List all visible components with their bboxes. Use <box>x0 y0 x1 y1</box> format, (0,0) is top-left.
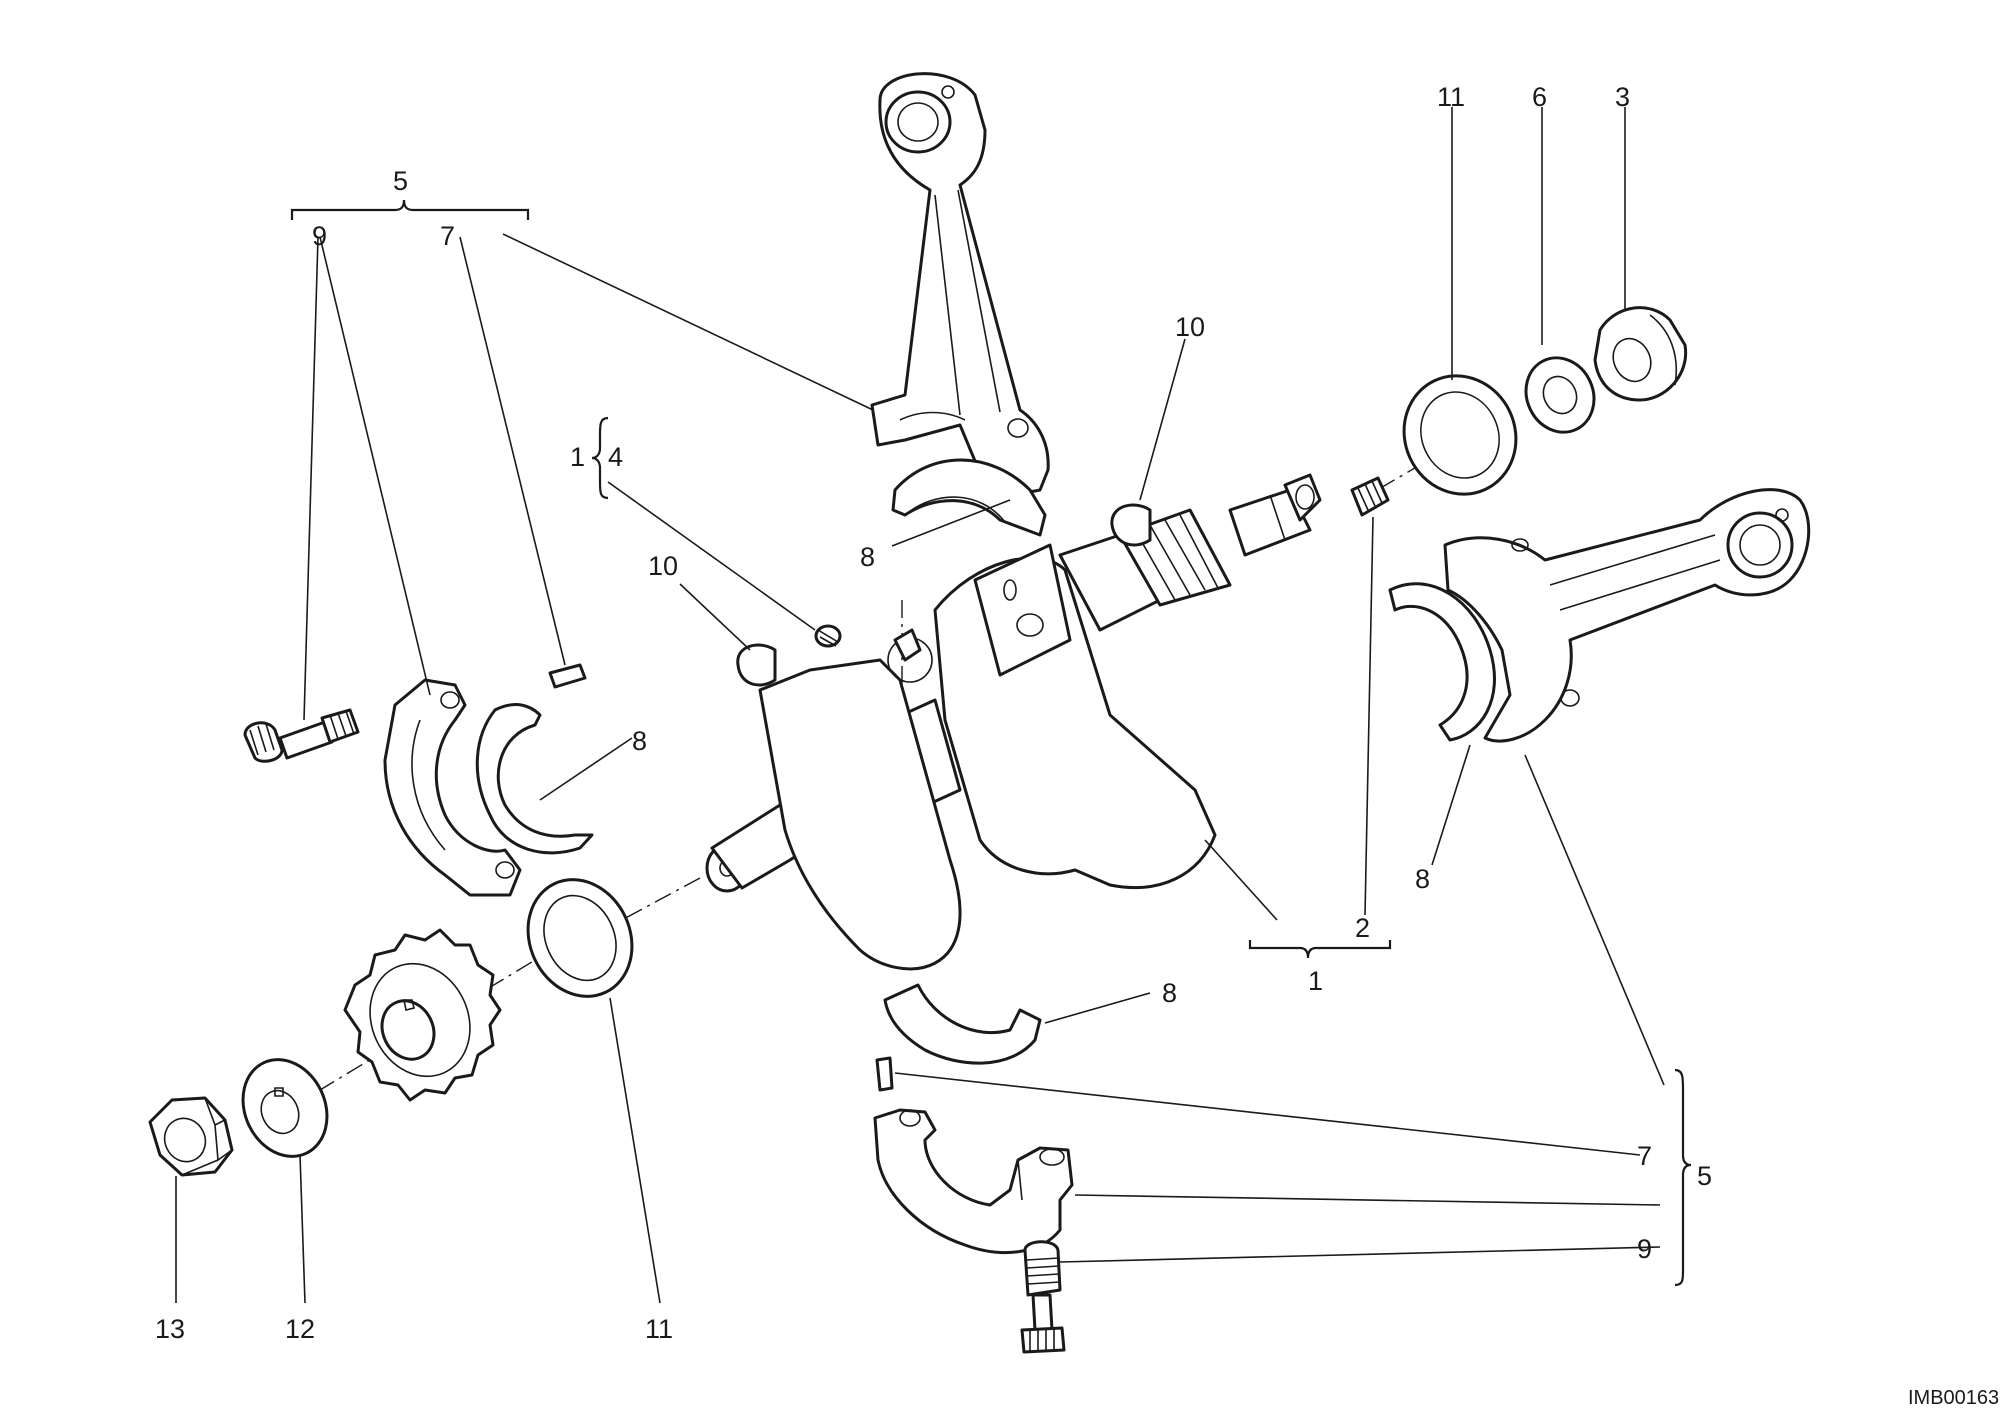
lower-rod-bolt <box>1020 1240 1066 1354</box>
woodruff-key-left <box>736 643 777 687</box>
callout-1-bottom: 1 <box>1308 966 1323 996</box>
woodruff-key-right <box>1110 503 1152 547</box>
callout-2: 2 <box>1355 913 1370 943</box>
right-bearing-shell <box>1388 582 1496 742</box>
callout-13: 13 <box>155 1314 185 1344</box>
callout-1-left: 1 <box>570 442 585 472</box>
left-dowel-pin <box>548 663 587 689</box>
left-bearing-shell <box>475 703 594 855</box>
callout-8-right: 8 <box>1415 864 1430 894</box>
right-connecting-rod <box>1443 488 1811 743</box>
callout-11-top-right: 11 <box>1437 82 1465 112</box>
left-rod-bolt <box>243 708 360 763</box>
leader-lines <box>175 107 1665 1304</box>
left-washer-12 <box>241 1058 329 1158</box>
callout-9-top-left: 9 <box>312 221 327 251</box>
callout-5-right: 5 <box>1697 1161 1712 1191</box>
callout-labels: 5 9 7 1 4 10 8 8 10 11 6 3 2 1 8 8 7 5 9… <box>155 82 1712 1344</box>
plug-4 <box>814 624 842 648</box>
brace-top-left-5 <box>290 199 530 220</box>
brace-left-1 <box>591 416 609 500</box>
callout-8-lower: 8 <box>1162 978 1177 1008</box>
callout-11-bottom: 11 <box>645 1314 673 1344</box>
callout-8-left: 8 <box>632 726 647 756</box>
callout-10-left: 10 <box>648 551 678 581</box>
right-shim-11 <box>1402 374 1518 496</box>
crankshaft <box>705 473 1322 971</box>
upper-bearing-shell <box>891 458 1047 537</box>
callout-7-top-left: 7 <box>440 221 455 251</box>
callout-4: 4 <box>608 442 623 472</box>
brace-right-5 <box>1674 1068 1692 1287</box>
callout-9-right: 9 <box>1637 1234 1652 1264</box>
brace-bottom-1 <box>1248 940 1392 959</box>
lower-dowel-pin <box>875 1056 894 1092</box>
crankpin-dowel <box>893 628 922 662</box>
callout-3: 3 <box>1615 82 1630 112</box>
callout-8-upper: 8 <box>860 542 875 572</box>
left-rod-cap <box>383 678 522 897</box>
lower-bearing-shell <box>883 983 1042 1065</box>
callout-12: 12 <box>285 1314 315 1344</box>
left-nut-13 <box>148 1096 234 1177</box>
callout-5-top: 5 <box>393 166 408 196</box>
timing-gear <box>343 928 502 1102</box>
callout-7-right: 7 <box>1637 1141 1652 1171</box>
callout-6: 6 <box>1532 82 1547 112</box>
right-nut-3 <box>1593 306 1688 402</box>
left-shim-11 <box>526 878 634 998</box>
right-washer-6 <box>1524 356 1596 434</box>
plug-2 <box>1350 476 1390 517</box>
lower-rod-cap <box>873 1108 1074 1255</box>
upper-connecting-rod <box>870 72 1050 494</box>
callout-10-right: 10 <box>1175 312 1205 342</box>
drawing-code: IMB00163 <box>1908 1387 1999 1409</box>
